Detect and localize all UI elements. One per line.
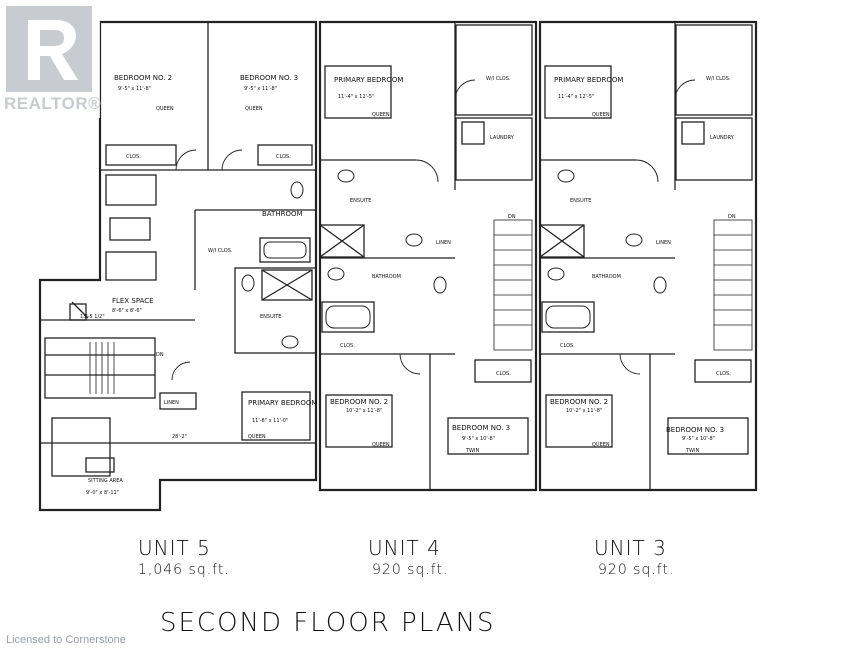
room-dimension: 13'-5 1/2"	[80, 314, 105, 320]
room-label: FLEX SPACE	[112, 297, 154, 305]
realtor-logo-text: REALTOR®	[4, 94, 102, 113]
room-label: ENSUITE	[570, 198, 591, 204]
unit5-walls	[40, 22, 317, 477]
room-label: BEDROOM NO. 2	[114, 74, 172, 82]
room-label: PRIMARY BEDROOM	[248, 399, 317, 407]
room-label: LINEN	[656, 240, 671, 246]
bed-label: QUEEN	[372, 112, 390, 118]
room-label: BEDROOM NO. 2	[550, 398, 608, 406]
room-dimension: 9'-5" x 10'-8"	[682, 436, 715, 442]
floor-plan-title: SECOND FLOOR PLANS	[160, 608, 496, 638]
exterior-walls	[38, 20, 758, 512]
closet-label: CLOS.	[126, 154, 141, 160]
room-label: BEDROOM NO. 3	[452, 424, 510, 432]
room-label: PRIMARY BEDROOM	[334, 76, 403, 84]
room-label: ENSUITE	[260, 314, 281, 320]
unit3-walls	[539, 22, 753, 490]
room-label: LINEN	[436, 240, 451, 246]
floor-plan-drawing: BEDROOM NO. 2 9'-5" x 11'-8" QUEEN BEDRO…	[38, 20, 758, 512]
bed-label: QUEEN	[372, 442, 390, 448]
unit4-walls	[319, 22, 533, 490]
door-swings	[171, 79, 696, 381]
room-label: BEDROOM NO. 3	[666, 426, 724, 434]
room-label: BATHROOM	[592, 274, 621, 280]
room-label: BEDROOM NO. 3	[240, 74, 298, 82]
room-label: PRIMARY BEDROOM	[554, 76, 623, 84]
bed-label: QUEEN	[592, 112, 610, 118]
unit3-stairs	[713, 219, 753, 351]
room-label: W/I CLOS.	[208, 248, 233, 254]
room-dimension: 10'-2" x 11'-8"	[566, 408, 602, 414]
room-dimension: 9'-0" x 8'-11"	[86, 490, 119, 496]
room-label: W/I CLOS.	[706, 76, 731, 82]
room-dimension: 11'-4" x 12'-5"	[558, 94, 594, 100]
closet-label: CLOS.	[560, 343, 575, 349]
unit4-stairs	[493, 219, 533, 351]
room-dimension: 10'-2" x 11'-8"	[346, 408, 382, 414]
room-label: LAUNDRY	[710, 135, 735, 141]
room-label: LINEN	[164, 400, 179, 406]
unit5-name: UNIT 5	[138, 536, 211, 560]
unit4-area: 920 sq.ft.	[372, 562, 449, 578]
closet-label: CLOS.	[340, 343, 355, 349]
closet-label: CLOS.	[276, 154, 291, 160]
unit5-area: 1,046 sq.ft.	[138, 562, 230, 578]
room-label: SITTING AREA	[88, 478, 123, 484]
room-label: BATHROOM	[372, 274, 401, 280]
room-dimension: 9'-5" x 11'-8"	[244, 86, 277, 92]
stair-direction: DN	[156, 352, 164, 358]
bed-label: TWIN	[685, 448, 699, 454]
room-dimension: 28'-2"	[172, 434, 187, 440]
room-label: BEDROOM NO. 2	[330, 398, 388, 406]
room-dimension: 8'-6" x 8'-6"	[112, 308, 142, 314]
bed-label: QUEEN	[248, 434, 266, 440]
unit4-name: UNIT 4	[368, 536, 441, 560]
unit3-name: UNIT 3	[594, 536, 667, 560]
room-dimension: 11'-8" x 11'-0"	[252, 418, 288, 424]
stair-direction: DN	[728, 214, 736, 220]
room-dimension: 11'-4" x 12'-5"	[338, 94, 374, 100]
realtor-r-icon	[6, 6, 92, 92]
unit3-area: 920 sq.ft.	[598, 562, 675, 578]
fixtures	[241, 169, 667, 349]
room-dimension: 9'-5" x 11'-8"	[118, 86, 151, 92]
room-label: LAUNDRY	[490, 135, 515, 141]
realtor-logo: REALTOR®	[0, 0, 102, 118]
bed-label: QUEEN	[156, 106, 174, 112]
room-label: BATHROOM	[262, 210, 303, 218]
room-dimension: 9'-5" x 10'-8"	[462, 436, 495, 442]
closet-label: CLOS.	[496, 371, 511, 377]
license-watermark: Licensed to Cornerstone	[6, 634, 126, 646]
stair-direction: DN	[508, 214, 516, 220]
closet-label: CLOS.	[716, 371, 731, 377]
room-label: W/I CLOS.	[486, 76, 511, 82]
room-labels: BEDROOM NO. 2 9'-5" x 11'-8" QUEEN BEDRO…	[80, 74, 736, 496]
bed-label: QUEEN	[592, 442, 610, 448]
unit5-stairs	[89, 342, 115, 394]
room-label: ENSUITE	[350, 198, 371, 204]
bed-label: QUEEN	[245, 106, 263, 112]
bed-label: TWIN	[465, 448, 479, 454]
